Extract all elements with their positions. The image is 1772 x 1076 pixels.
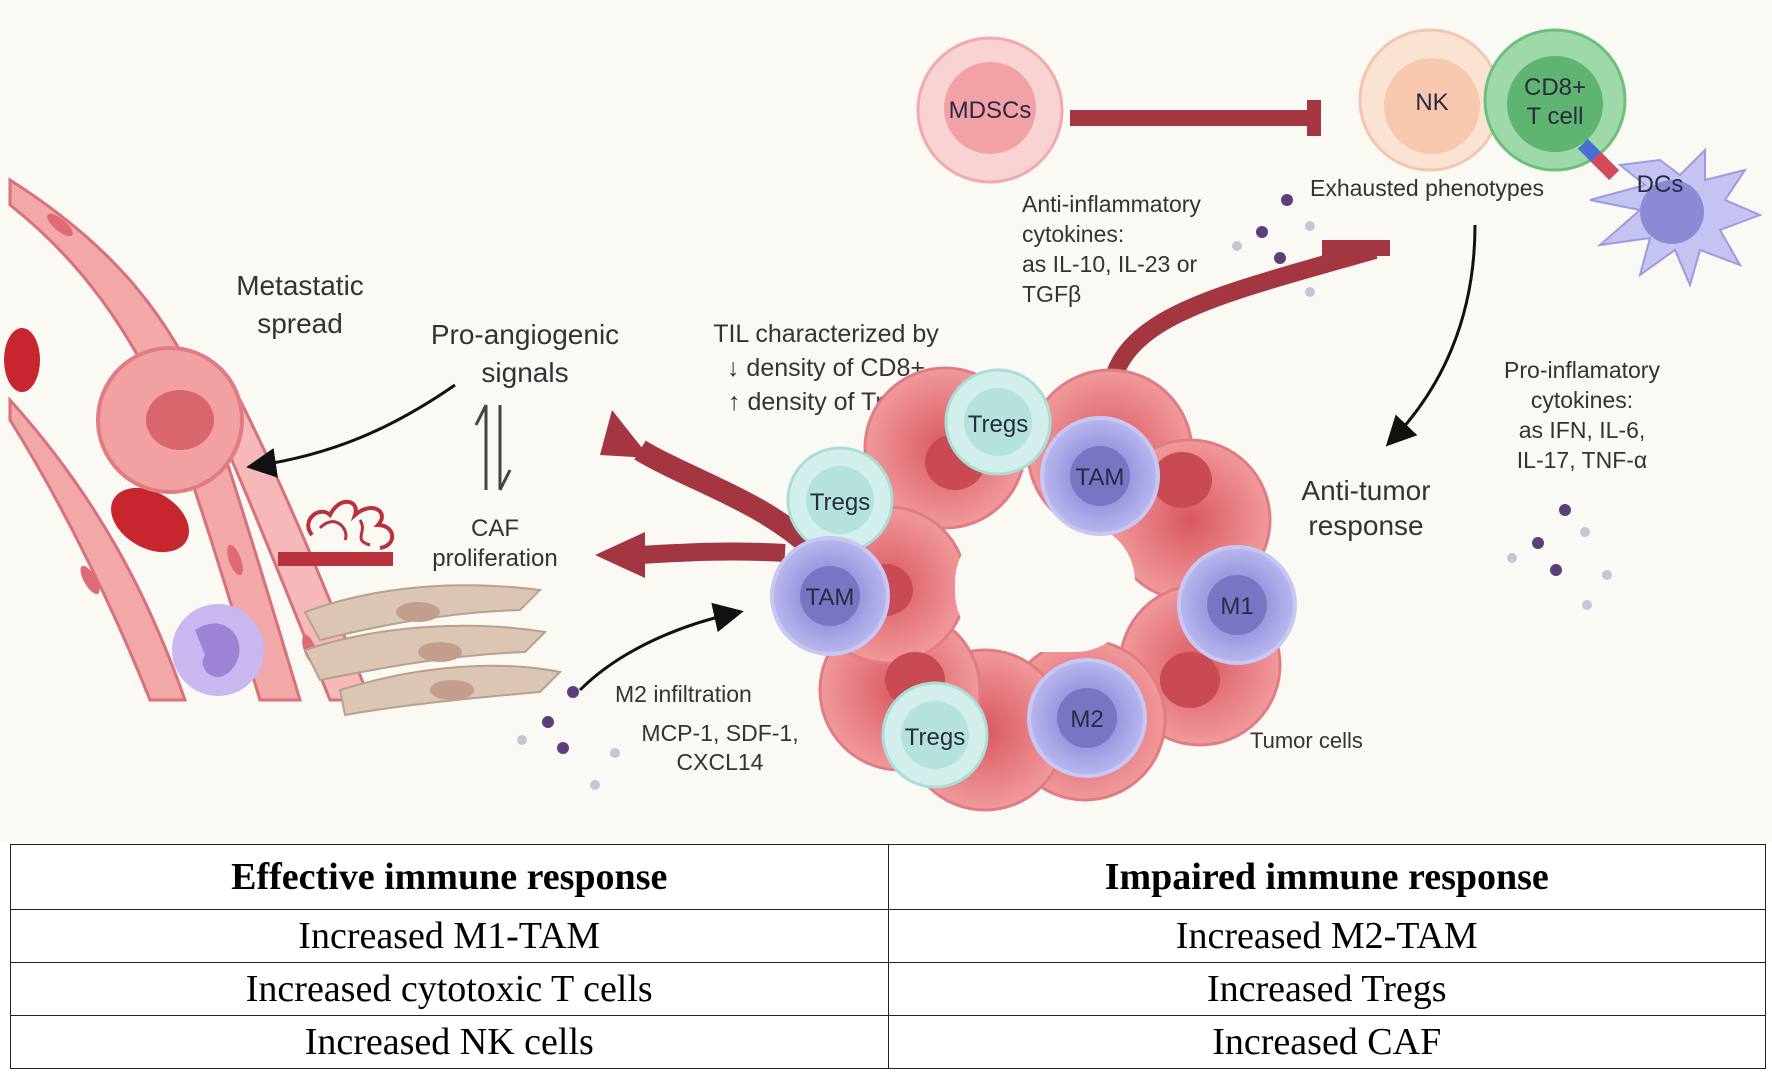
caf-proliferation-arrowhead bbox=[595, 532, 645, 578]
svg-text:MCP-1, SDF-1,: MCP-1, SDF-1, bbox=[641, 720, 798, 746]
svg-text:Tregs: Tregs bbox=[905, 724, 965, 751]
svg-text:as IL-10, IL-23 or: as IL-10, IL-23 or bbox=[1022, 251, 1197, 277]
m2-infiltration-arrow bbox=[578, 602, 744, 692]
svg-text:Tregs: Tregs bbox=[968, 411, 1028, 438]
table-cell: Increased M2-TAM bbox=[887, 909, 1766, 963]
svg-text:TAM: TAM bbox=[806, 584, 855, 611]
caf-proliferation-arrow bbox=[639, 542, 786, 564]
fibroblasts bbox=[303, 584, 563, 717]
pro-inflammatory-label: Pro-inflamatory cytokines: as IFN, IL-6,… bbox=[1504, 357, 1660, 473]
nk-cell: NK bbox=[1358, 28, 1502, 172]
svg-text:signals: signals bbox=[481, 357, 568, 388]
svg-text:M2: M2 bbox=[1070, 706, 1103, 733]
mdsc-cell: MDSCs bbox=[916, 36, 1064, 184]
svg-text:CXCL14: CXCL14 bbox=[677, 749, 764, 775]
svg-text:↓ density of CD8+: ↓ density of CD8+ bbox=[727, 354, 925, 382]
svg-text:proliferation: proliferation bbox=[432, 545, 557, 572]
red-blood-cell bbox=[111, 487, 189, 553]
immune-response-table: Effective immune response Impaired immun… bbox=[10, 844, 1766, 1069]
caf-label: CAF proliferation bbox=[432, 515, 557, 572]
table-cell: Increased NK cells bbox=[10, 1015, 889, 1069]
table-header-row: Effective immune response Impaired immun… bbox=[10, 844, 1766, 910]
cd8-t-cell: CD8+ T cell bbox=[1483, 28, 1627, 172]
metastatic-arrow bbox=[246, 383, 456, 478]
inhibition-bar bbox=[1322, 240, 1390, 256]
angiogenesis-vessels bbox=[278, 499, 395, 566]
monocyte bbox=[172, 604, 264, 696]
circulating-tumor-cell bbox=[96, 346, 244, 494]
exhausted-label: Exhausted phenotypes bbox=[1310, 175, 1544, 201]
cd8-label-line1: CD8+ bbox=[1524, 74, 1586, 101]
equilibrium-arrows bbox=[474, 404, 512, 491]
svg-text:cytokines:: cytokines: bbox=[1022, 221, 1124, 247]
svg-text:as IFN, IL-6,: as IFN, IL-6, bbox=[1519, 417, 1646, 443]
mdsc-label: MDSCs bbox=[949, 97, 1032, 124]
treg-cell: Tregs bbox=[944, 368, 1052, 476]
tumor-cells-label: Tumor cells bbox=[1250, 728, 1363, 753]
m2-cell: M2 bbox=[1027, 658, 1147, 778]
chemokine-dots bbox=[517, 686, 620, 790]
table-header-effective: Effective immune response bbox=[10, 844, 889, 910]
tcr-mhc-receptor bbox=[1577, 138, 1620, 181]
pro-angiogenic-arrow bbox=[634, 440, 820, 557]
svg-text:TGFβ: TGFβ bbox=[1022, 281, 1081, 307]
red-blood-cell bbox=[4, 328, 40, 392]
svg-text:Pro-inflamatory: Pro-inflamatory bbox=[1504, 357, 1660, 383]
svg-text:response: response bbox=[1308, 510, 1423, 541]
treg-cell: Tregs bbox=[786, 446, 894, 554]
svg-text:Anti-inflammatory: Anti-inflammatory bbox=[1022, 191, 1201, 217]
svg-text:TIL characterized by: TIL characterized by bbox=[713, 320, 939, 348]
svg-text:TAM: TAM bbox=[1076, 464, 1125, 491]
dendritic-cell: DCs bbox=[1589, 147, 1763, 288]
anti-tumor-arrow bbox=[1385, 224, 1477, 447]
metastatic-label: Metastatic spread bbox=[236, 270, 364, 339]
svg-text:CAF: CAF bbox=[471, 515, 519, 542]
tumor-lumen bbox=[955, 522, 1135, 652]
svg-text:Pro-angiogenic: Pro-angiogenic bbox=[431, 319, 619, 350]
m1-cell: M1 bbox=[1177, 545, 1297, 665]
treg-cell: Tregs bbox=[881, 681, 989, 789]
svg-text:M1: M1 bbox=[1220, 593, 1253, 620]
pro-angiogenic-arrowhead bbox=[600, 410, 650, 458]
table-row: Increased cytotoxic T cells Increased Tr… bbox=[10, 962, 1766, 1016]
table-cell: Increased M1-TAM bbox=[10, 909, 889, 963]
svg-text:IL-17, TNF-α: IL-17, TNF-α bbox=[1517, 447, 1647, 473]
nk-label: NK bbox=[1415, 89, 1448, 116]
svg-text:Anti-tumor: Anti-tumor bbox=[1301, 475, 1430, 506]
anti-inflammatory-label: Anti-inflammatory cytokines: as IL-10, I… bbox=[1022, 191, 1201, 307]
inhibition-bar bbox=[1307, 100, 1321, 136]
til-label: TIL characterized by ↓ density of CD8+ ↑… bbox=[713, 320, 939, 416]
svg-text:cytokines:: cytokines: bbox=[1531, 387, 1633, 413]
table-cell: Increased Tregs bbox=[887, 962, 1766, 1016]
anti-inflammatory-cytokine-dots bbox=[1232, 194, 1335, 297]
table-row: Increased NK cells Increased CAF bbox=[10, 1015, 1766, 1069]
svg-text:Metastatic: Metastatic bbox=[236, 270, 364, 301]
table-cell: Increased cytotoxic T cells bbox=[10, 962, 889, 1016]
tam-cell: TAM bbox=[770, 536, 890, 656]
chemokine-label: MCP-1, SDF-1, CXCL14 bbox=[641, 720, 798, 775]
table-row: Increased M1-TAM Increased M2-TAM bbox=[10, 909, 1766, 963]
pro-angiogenic-label: Pro-angiogenic signals bbox=[431, 319, 619, 388]
pro-inflammatory-cytokine-dots bbox=[1507, 504, 1612, 610]
tumor-immune-diagram: MDSCs NK CD8+ T cell DCs Exhausted pheno… bbox=[0, 0, 1772, 842]
cd8-label-line2: T cell bbox=[1527, 103, 1584, 130]
tam-cell: TAM bbox=[1040, 416, 1160, 536]
mdsc-inhibition-arrow bbox=[1070, 110, 1310, 126]
svg-text:spread: spread bbox=[257, 308, 343, 339]
anti-tumor-label: Anti-tumor response bbox=[1301, 475, 1430, 541]
dcs-label: DCs bbox=[1637, 171, 1684, 198]
m2-infiltration-label: M2 infiltration bbox=[615, 681, 752, 707]
table-cell: Increased CAF bbox=[887, 1015, 1766, 1069]
svg-text:Tregs: Tregs bbox=[810, 489, 870, 516]
table-header-impaired: Impaired immune response bbox=[887, 844, 1766, 910]
